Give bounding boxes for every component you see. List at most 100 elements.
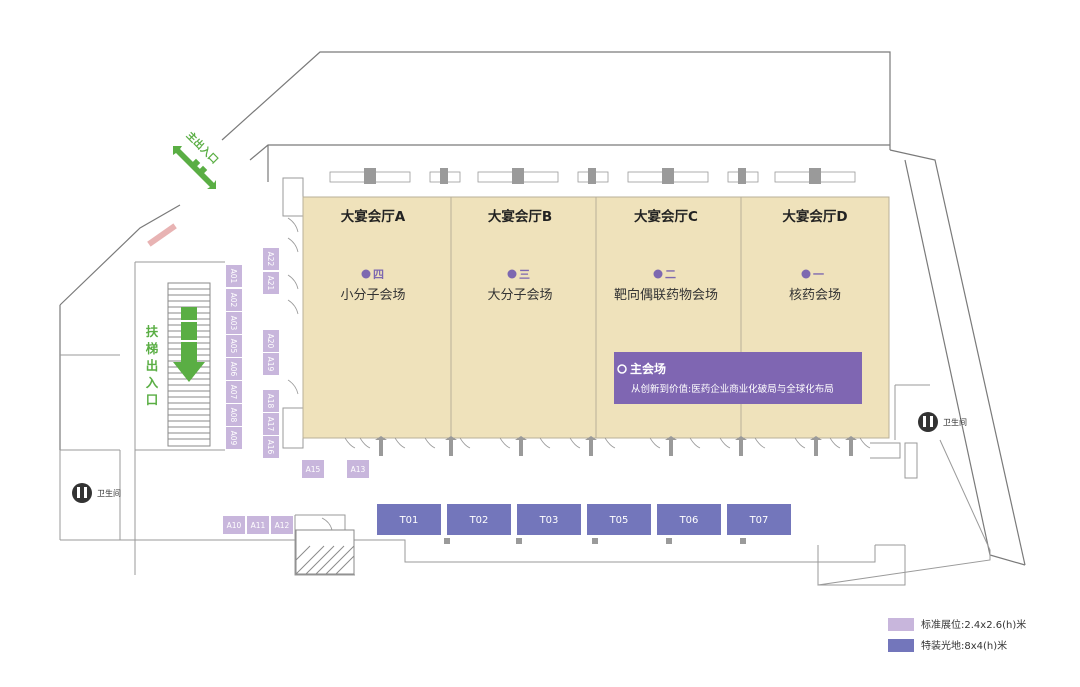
legend-label-standard: 标准展位:2.4x2.6(h)米 (921, 618, 1026, 631)
booth-box (226, 381, 242, 403)
escalator-char: 口 (146, 392, 159, 407)
legend-swatch-standard (888, 618, 914, 631)
booth-label: A06 (229, 362, 238, 377)
hall-d[interactable]: 大宴会厅D 一 核药会场 (782, 208, 847, 303)
building-walls (59, 51, 1026, 586)
escalator-label: 扶 梯 出 入 口 (146, 324, 159, 407)
hall-a[interactable]: 大宴会厅A 四 小分子会场 (340, 208, 405, 303)
venue-number: 一 (813, 268, 824, 281)
hall-title: 大宴会厅A (341, 208, 406, 225)
booth-label: A05 (229, 339, 238, 354)
main-venue[interactable]: 主会场 从创新到价值:医药企业商业化破局与全球化布局 (614, 352, 862, 404)
escalator-char: 入 (146, 375, 159, 390)
venue-number: 三 (519, 268, 530, 281)
booth-label: A22 (266, 252, 275, 267)
hall-doors (287, 217, 871, 531)
booth-standard-a03[interactable]: A03 (226, 312, 242, 334)
booth-label: T06 (679, 515, 699, 526)
booth-box (226, 312, 242, 334)
hall-title: 大宴会厅C (634, 208, 698, 225)
booth-standard-a10[interactable]: A10 (223, 516, 245, 534)
restroom-icon (918, 412, 938, 432)
booth-standard-a13[interactable]: A13 (347, 460, 369, 478)
booth-standard-a09[interactable]: A09 (226, 427, 242, 449)
booth-standard-a20[interactable]: A20 (263, 330, 279, 352)
booth-standard-a19[interactable]: A19 (263, 353, 279, 375)
booth-standard-a22[interactable]: A22 (263, 248, 279, 270)
booth-label: A03 (229, 316, 238, 331)
booth-label: T03 (539, 515, 559, 526)
booth-box (226, 358, 242, 380)
booth-standard-a07[interactable]: A07 (226, 381, 242, 403)
booth-box (226, 289, 242, 311)
legend: 标准展位:2.4x2.6(h)米 特装光地:8x4(h)米 (888, 618, 1026, 652)
booth-box (263, 248, 279, 270)
main-entrance[interactable]: 主出入口 (173, 129, 221, 189)
legend-swatch-special (888, 639, 914, 652)
venue-name: 大分子会场 (487, 288, 552, 303)
booth-standard-a21[interactable]: A21 (263, 272, 279, 294)
booth-standard-a15[interactable]: A15 (302, 460, 324, 478)
escalator (167, 282, 211, 447)
booth-special-t01[interactable]: T01 (377, 504, 441, 535)
booth-label: A21 (266, 276, 275, 291)
hall-c[interactable]: 大宴会厅C 二 靶向偶联药物会场 (614, 208, 718, 303)
booth-special-t03[interactable]: T03 (517, 504, 581, 535)
booth-box (517, 504, 581, 535)
booth-box (587, 504, 651, 535)
booth-box (226, 427, 242, 449)
entrance-mat (147, 223, 177, 247)
booth-label: A09 (229, 431, 238, 446)
booth-label: A18 (266, 394, 275, 409)
booth-standard-a02[interactable]: A02 (226, 289, 242, 311)
booth-box (263, 353, 279, 375)
restroom-right[interactable]: 卫生间 (918, 412, 967, 432)
hall-b[interactable]: 大宴会厅B 三 大分子会场 (487, 208, 552, 303)
booth-label: A07 (229, 385, 238, 400)
booth-standard-a01[interactable]: A01 (226, 265, 242, 287)
booth-standard-a11[interactable]: A11 (247, 516, 269, 534)
escalator-char: 扶 (146, 324, 159, 339)
legend-label-special: 特装光地:8x4(h)米 (921, 639, 1007, 652)
booth-box (447, 504, 511, 535)
double-arrow-icon (173, 146, 216, 189)
booth-box (727, 504, 791, 535)
booth-standard-a06[interactable]: A06 (226, 358, 242, 380)
booth-box (263, 330, 279, 352)
venue-number: 四 (373, 268, 384, 281)
arrow-down-icon (173, 307, 205, 382)
booth-box (263, 436, 279, 458)
restroom-left[interactable]: 卫生间 (72, 483, 121, 503)
special-booths: T01 T02 T03 T05 T06 T07 (377, 504, 791, 535)
booth-special-t05[interactable]: T05 (587, 504, 651, 535)
venue-number: 二 (665, 268, 676, 281)
booth-box (223, 516, 245, 534)
main-venue-title: 主会场 (630, 361, 666, 376)
venue-name: 小分子会场 (340, 288, 405, 303)
booth-label: T05 (609, 515, 629, 526)
hall-title: 大宴会厅B (488, 208, 552, 225)
booth-standard-a18[interactable]: A18 (263, 390, 279, 412)
booth-standard-a05[interactable]: A05 (226, 335, 242, 357)
booth-standard-a12[interactable]: A12 (271, 516, 293, 534)
booth-box (263, 390, 279, 412)
booth-label: A13 (351, 465, 366, 474)
booth-box (247, 516, 269, 534)
booth-standard-a16[interactable]: A16 (263, 436, 279, 458)
restroom-icon (72, 483, 92, 503)
booth-box (226, 265, 242, 287)
venue-pin-icon (361, 269, 371, 279)
booth-box (271, 516, 293, 534)
booth-label: A12 (275, 521, 290, 530)
booth-special-t06[interactable]: T06 (657, 504, 721, 535)
booth-label: A10 (227, 521, 242, 530)
booth-special-t07[interactable]: T07 (727, 504, 791, 535)
booth-label: T01 (399, 515, 419, 526)
main-venue-subtitle: 从创新到价值:医药企业商业化破局与全球化布局 (631, 383, 834, 395)
booth-label: A02 (229, 293, 238, 308)
booth-standard-a17[interactable]: A17 (263, 413, 279, 435)
booth-standard-a08[interactable]: A08 (226, 404, 242, 426)
booth-label: A19 (266, 357, 275, 372)
booth-special-t02[interactable]: T02 (447, 504, 511, 535)
